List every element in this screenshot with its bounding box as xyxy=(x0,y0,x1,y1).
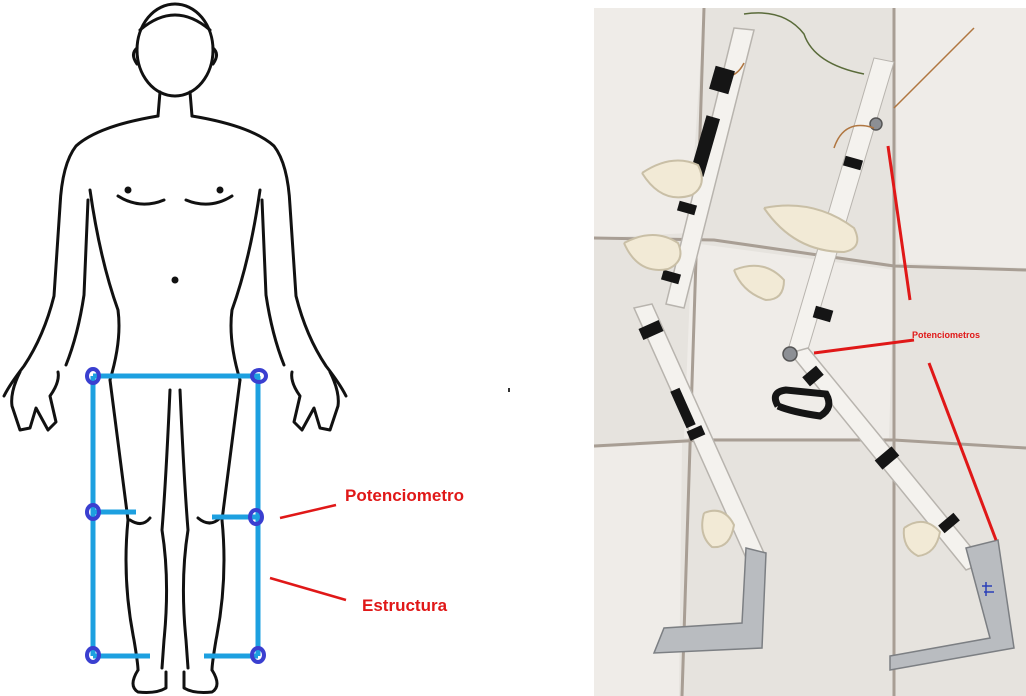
estructura-label: Estructura xyxy=(362,596,447,616)
potenciometro-label: Potenciometro xyxy=(345,486,464,506)
human-outline xyxy=(4,4,346,693)
prototype-photo-drawing xyxy=(594,8,1026,696)
stray-dot xyxy=(508,388,510,392)
potenciometros-label: Potenciometros xyxy=(912,330,980,340)
prototype-photo: Potenciometros xyxy=(594,8,1026,696)
body-diagram: Potenciometro Estructura xyxy=(0,0,520,696)
body-outline-drawing xyxy=(0,0,520,696)
estructura-pointer-line xyxy=(270,578,346,600)
potenciometro-pointer-line xyxy=(280,505,336,518)
